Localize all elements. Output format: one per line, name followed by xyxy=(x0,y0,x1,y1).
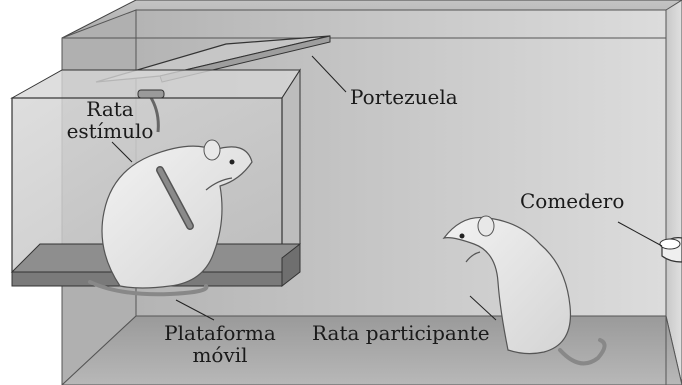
label-plataforma-line1: Plataforma xyxy=(160,322,280,344)
label-portezuela: Portezuela xyxy=(350,86,458,108)
label-comedero: Comedero xyxy=(520,190,624,212)
label-plataforma-line2: móvil xyxy=(160,344,280,366)
stimulus-cage-right xyxy=(282,70,300,272)
label-rata-participante: Rata participante xyxy=(312,322,490,344)
label-comedero-text: Comedero xyxy=(520,190,624,212)
label-portezuela-text: Portezuela xyxy=(350,86,458,108)
label-rata-estimulo: Rata estímulo xyxy=(58,98,162,142)
label-rata-estimulo-line1: Rata xyxy=(58,98,162,120)
label-plataforma-movil: Plataforma móvil xyxy=(160,322,280,366)
label-rata-estimulo-line2: estímulo xyxy=(58,120,162,142)
label-rata-participante-text: Rata participante xyxy=(312,322,490,344)
